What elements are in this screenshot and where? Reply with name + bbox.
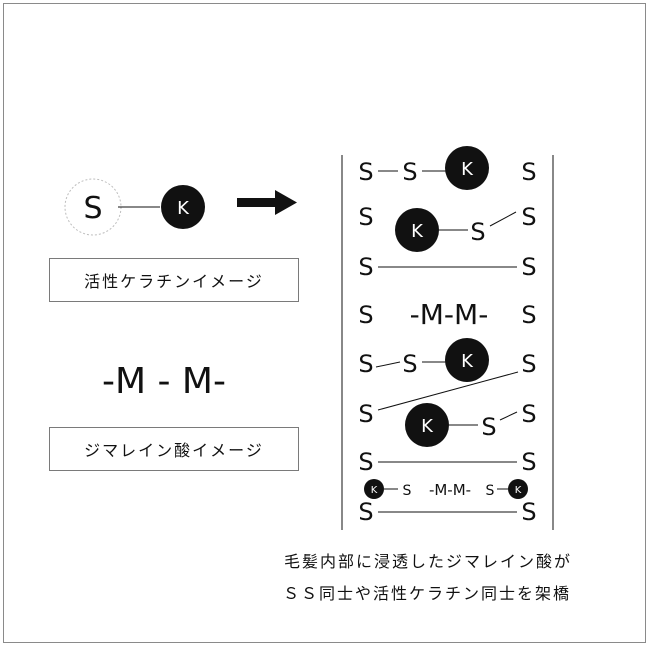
row-4: S -M-M- S <box>358 298 536 331</box>
dimalein-label: ジマレイン酸イメージ <box>49 427 299 471</box>
row-9: S S <box>358 498 536 526</box>
left-sk-illustration: S K <box>64 178 205 236</box>
row-8: K S -M-M- S K <box>364 479 528 499</box>
k-symbol: K <box>177 198 190 219</box>
k-ball <box>445 146 489 190</box>
s-symbol: S <box>358 498 373 526</box>
k-ball-small <box>364 479 384 499</box>
s-symbol: S <box>358 203 373 231</box>
s-symbol: S <box>521 350 536 378</box>
right-arrow-icon <box>237 190 297 215</box>
s-symbol: S <box>470 218 485 246</box>
m-chain: -M-M- <box>410 298 489 331</box>
diagram-frame <box>3 3 646 643</box>
k-ball <box>445 338 489 382</box>
s-symbol: S <box>521 203 536 231</box>
k-ball-small <box>508 479 528 499</box>
k-symbol: K <box>461 159 474 180</box>
k-symbol: K <box>515 485 522 496</box>
s-symbol: S <box>402 158 417 186</box>
active-keratin-label: 活性ケラチンイメージ <box>49 258 299 302</box>
s-symbol: S <box>486 483 495 499</box>
k-symbol: K <box>411 221 424 242</box>
k-ball <box>405 403 449 447</box>
s-symbol: S <box>403 483 412 499</box>
row-3: S S <box>358 253 536 281</box>
s-symbol: S <box>358 350 373 378</box>
m-chain-small: -M-M- <box>429 481 471 499</box>
s-symbol: S <box>521 448 536 476</box>
caption-line-1: 毛髪内部に浸透したジマレイン酸が <box>284 552 573 571</box>
s-symbol: S <box>358 448 373 476</box>
s-symbol: S <box>521 301 536 329</box>
row-6: S K S S <box>358 371 537 447</box>
s-symbol: S <box>358 253 373 281</box>
row-7: S S <box>358 448 536 476</box>
s-symbol: S <box>358 400 373 428</box>
k-symbol: K <box>371 485 378 496</box>
s-symbol: S <box>83 191 102 226</box>
caption-line-2: ＳＳ同士や活性ケラチン同士を架橋 <box>283 584 572 603</box>
s-symbol: S <box>402 350 417 378</box>
row-5: S S K S <box>358 338 537 382</box>
s-symbol: S <box>481 413 496 441</box>
s-symbol: S <box>521 400 536 428</box>
s-symbol: S <box>358 158 373 186</box>
s-symbol: S <box>521 158 536 186</box>
s-symbol: S <box>521 498 536 526</box>
s-symbol: S <box>358 301 373 329</box>
k-symbol: K <box>461 351 474 372</box>
m-chain-left: -M - M- <box>102 361 226 402</box>
k-symbol: K <box>421 416 434 437</box>
row-2: S K S S <box>358 203 537 252</box>
k-ball <box>161 185 205 229</box>
k-ball <box>395 208 439 252</box>
s-symbol: S <box>521 253 536 281</box>
row-1: S S K S <box>358 146 537 190</box>
